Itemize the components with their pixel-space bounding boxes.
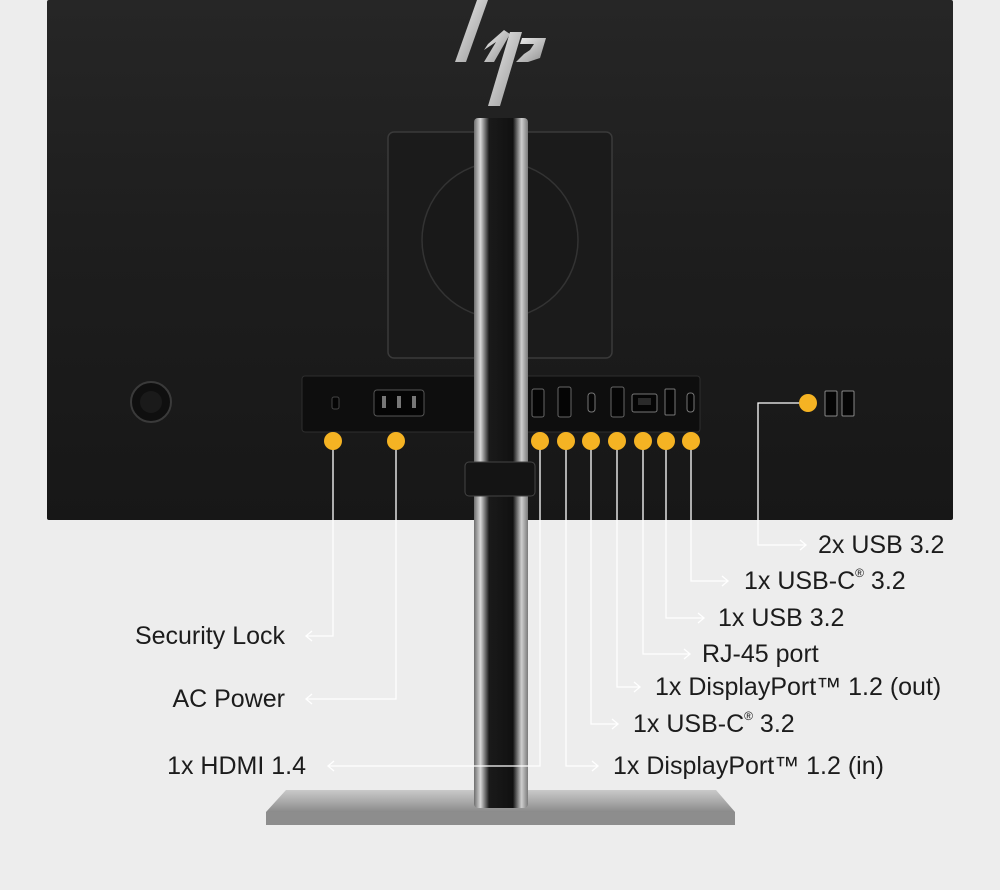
side-usb-port-1 <box>824 390 838 417</box>
label-security-lock: Security Lock <box>134 622 285 650</box>
marker-ac-power <box>387 432 405 450</box>
label-dp-in: 1x DisplayPort™ 1.2 (in) <box>613 752 884 780</box>
marker-rj45 <box>634 432 652 450</box>
marker-usb-c-upper <box>682 432 700 450</box>
line-dp-in <box>565 441 598 767</box>
marker-security-lock <box>324 432 342 450</box>
marker-dp-out <box>608 432 626 450</box>
port-markers <box>324 394 817 450</box>
marker-hdmi <box>531 432 549 450</box>
cable-clip <box>464 461 536 497</box>
label-usb-c-upper-suffix: 3.2 <box>863 567 906 595</box>
rj45-port <box>631 393 658 413</box>
registered-mark: ® <box>744 709 753 723</box>
label-usb-32: 1x USB 3.2 <box>718 604 845 632</box>
label-usb-c-upper-text: 1x USB-C <box>744 567 856 595</box>
line-usb-c-upper <box>690 441 728 582</box>
marker-usb-c-lower <box>582 432 600 450</box>
usb-c-port-lower <box>587 392 596 413</box>
marker-dp-in <box>557 432 575 450</box>
line-dp-out <box>616 441 640 688</box>
side-usb-port-2 <box>841 390 855 417</box>
hdmi-port <box>531 388 545 418</box>
label-ac-power: AC Power <box>172 685 285 713</box>
label-usb-c-upper: 1x USB-C® 3.2 <box>744 566 906 595</box>
label-dp-out: 1x DisplayPort™ 1.2 (out) <box>655 673 942 701</box>
registered-mark: ® <box>855 566 864 580</box>
line-security-lock <box>306 441 334 637</box>
ac-power-inlet <box>373 389 425 417</box>
displayport-out-port <box>610 386 625 418</box>
power-button[interactable] <box>130 381 172 423</box>
line-usb-c-lower <box>590 441 618 725</box>
usb-c-port-upper <box>686 392 695 413</box>
marker-usb-32-side <box>799 394 817 412</box>
label-usb-c-lower: 1x USB-C® 3.2 <box>633 709 795 738</box>
callout-arrows <box>304 539 808 772</box>
security-lock-slot <box>331 396 340 410</box>
label-usb-c-lower-text: 1x USB-C <box>633 710 745 738</box>
marker-usb-32 <box>657 432 675 450</box>
line-ac-power <box>306 441 397 700</box>
line-rj45 <box>642 441 690 655</box>
line-usb-32-side <box>757 402 808 546</box>
callout-lines <box>306 402 808 767</box>
line-usb-32 <box>665 441 704 619</box>
line-hdmi <box>328 441 541 767</box>
usb-a-port <box>664 388 676 416</box>
hp-logo <box>455 0 546 106</box>
displayport-in-port <box>557 386 572 418</box>
label-hdmi: 1x HDMI 1.4 <box>167 752 306 780</box>
label-usb-c-lower-suffix: 3.2 <box>752 710 795 738</box>
label-usb-32-side: 2x USB 3.2 <box>818 531 945 559</box>
label-rj45: RJ-45 port <box>702 640 819 668</box>
